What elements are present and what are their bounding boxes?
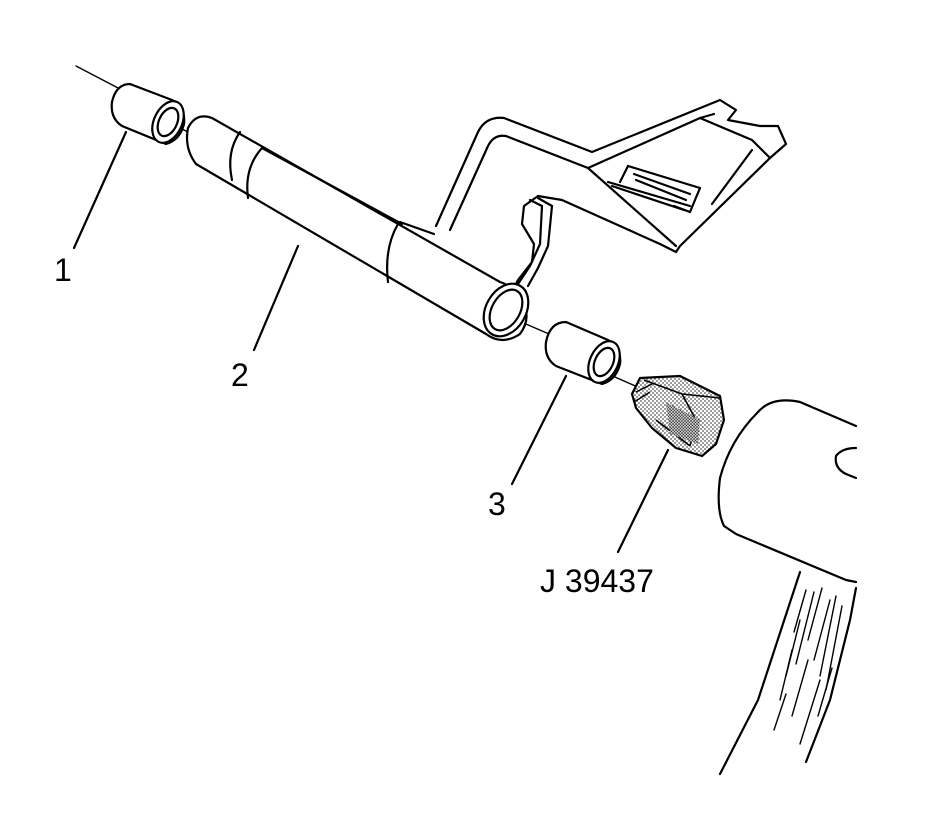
callout-label-1: 1 (54, 252, 72, 288)
grip-texture (773, 587, 843, 745)
driver-handle (717, 399, 858, 776)
bracket-housing (434, 98, 788, 292)
callout-label-2: 2 (231, 357, 249, 393)
bushing-3 (544, 320, 622, 386)
tool-j39437 (630, 374, 726, 458)
pivot-tube (185, 115, 530, 342)
leader-lines (72, 130, 670, 554)
callout-label-3: 3 (488, 486, 506, 522)
bushing-1 (110, 82, 186, 146)
callout-label-tool: J 39437 (540, 563, 654, 599)
